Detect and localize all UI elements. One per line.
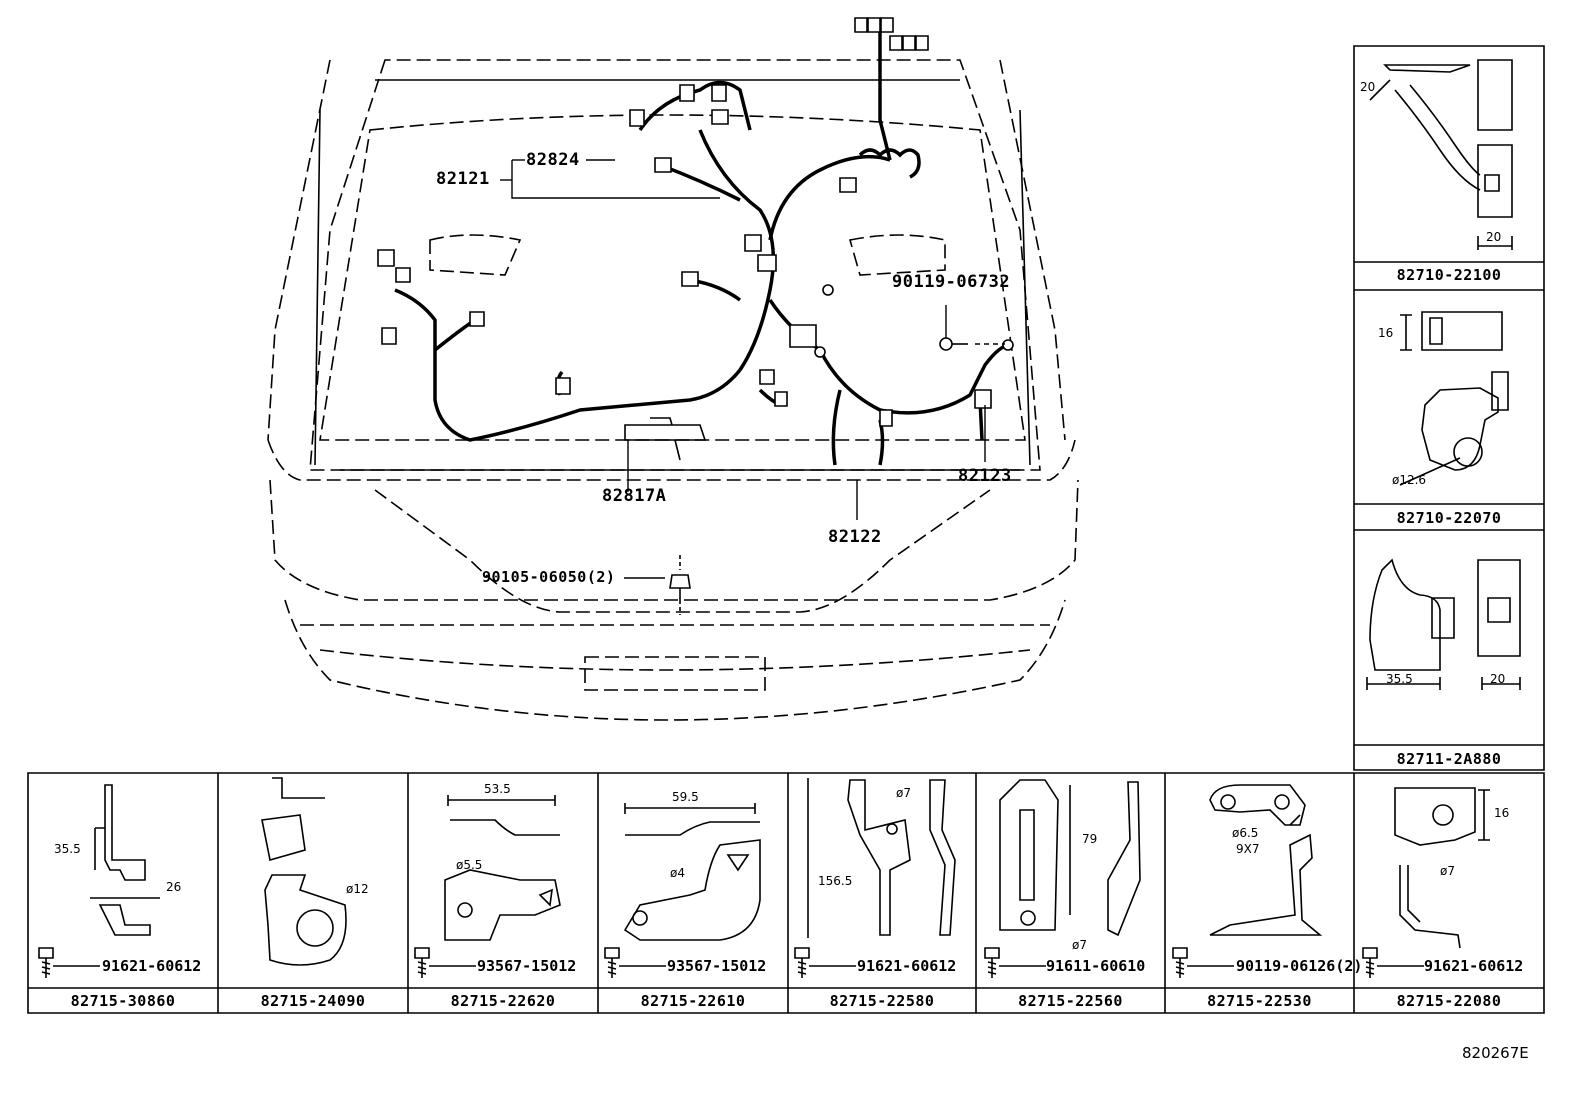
- part-number-82710-22100: 82710-22100: [1396, 266, 1502, 284]
- part-number-82710-22070: 82710-22070: [1396, 509, 1502, 527]
- bracket-82715-30860-drawing: [90, 785, 160, 935]
- clip-82817A: [625, 418, 705, 460]
- bolt-number-93567-15012: 93567-15012: [667, 957, 767, 975]
- dim-label: 26: [166, 880, 182, 894]
- bolt-number-91621-60612: 91621-60612: [857, 957, 957, 975]
- bracket-82715-22620-drawing: [445, 795, 560, 940]
- callout-82123: 82123: [958, 466, 1012, 486]
- bracket-82715-24090-drawing: [262, 778, 346, 965]
- bolt-number-91611-60610: 91611-60610: [1046, 957, 1146, 975]
- bolt-icons: [39, 948, 1424, 978]
- vehicle-outline: [268, 60, 1078, 720]
- right-panels-frame: [1354, 46, 1544, 770]
- dim-label: 156.5: [818, 874, 853, 888]
- bolt-number-91621-60612: 91621-60612: [102, 957, 202, 975]
- dim-label: 35.5: [54, 842, 81, 856]
- dim-label: 79: [1082, 832, 1098, 846]
- dim-label: 16: [1378, 326, 1394, 340]
- dim-label: ø7: [896, 786, 911, 800]
- callout-82817A: 82817A: [602, 486, 667, 506]
- harness-coil: [860, 150, 919, 177]
- callout-90105-06050: 90105-06050(2): [482, 568, 616, 586]
- connectors: [378, 18, 1013, 426]
- dim-label: ø12.6: [1392, 473, 1427, 487]
- part-number-82711-2A880: 82711-2A880: [1396, 750, 1502, 768]
- part-number-82715-22620: 82715-22620: [450, 992, 556, 1010]
- part-number-82715-30860: 82715-30860: [70, 992, 176, 1010]
- bottom-panels-frame: [28, 773, 1544, 1013]
- dim-label: 16: [1494, 806, 1510, 820]
- part-number-82715-22530: 82715-22530: [1207, 992, 1312, 1010]
- dim-label: 20: [1486, 230, 1502, 244]
- part-number-82715-22560: 82715-22560: [1018, 992, 1123, 1010]
- part-number-82715-22080: 82715-22080: [1396, 992, 1502, 1010]
- dim-label: ø5.5: [456, 858, 483, 872]
- bracket-82715-22530-drawing: [1210, 785, 1320, 935]
- dim-label: 35.5: [1386, 672, 1413, 686]
- clamp-82711-2A880-drawing: [1367, 560, 1520, 690]
- dim-label: ø7: [1072, 938, 1087, 952]
- dim-label: ø7: [1440, 864, 1455, 878]
- part-number-82715-22610: 82715-22610: [640, 992, 746, 1010]
- wire-harness: [395, 30, 1010, 465]
- callout-82824: 82824: [526, 150, 580, 170]
- clamp-82710-22100-drawing: [1370, 60, 1512, 250]
- part-number-82715-24090: 82715-24090: [260, 992, 366, 1010]
- bolt-number-91621-60612: 91621-60612: [1424, 957, 1524, 975]
- dim-label: 53.5: [484, 782, 511, 796]
- bolt-number-93567-15012: 93567-15012: [477, 957, 577, 975]
- bracket-82715-22580-drawing: [808, 778, 955, 938]
- bracket-82715-22610-drawing: [625, 803, 760, 940]
- leader-lines: [500, 160, 985, 578]
- clamp-82710-22070-drawing: [1400, 312, 1508, 485]
- bolt-90119-06732: [940, 338, 1005, 350]
- dim-label: ø12: [346, 882, 369, 896]
- bolt-90105-06050: [670, 555, 690, 615]
- dim-label: 20: [1360, 80, 1376, 94]
- part-number-82715-22580: 82715-22580: [829, 992, 935, 1010]
- dim-label: ø6.5: [1232, 826, 1259, 840]
- dim-label: 59.5: [672, 790, 699, 804]
- dim-label: ø4: [670, 866, 685, 880]
- callout-82121: 82121: [436, 169, 490, 189]
- figure-code: 820267E: [1462, 1044, 1529, 1062]
- hood-frame: [315, 80, 1030, 470]
- callout-90119-06732: 90119-06732: [892, 272, 1011, 292]
- callout-82122: 82122: [828, 527, 882, 547]
- dim-label: 9X7: [1236, 842, 1260, 856]
- bracket-82715-22560-drawing: [1000, 780, 1140, 935]
- bracket-82715-22080-drawing: [1395, 788, 1490, 948]
- dim-label: 20: [1490, 672, 1506, 686]
- bolt-number-90119-06126: 90119-06126(2): [1236, 957, 1363, 975]
